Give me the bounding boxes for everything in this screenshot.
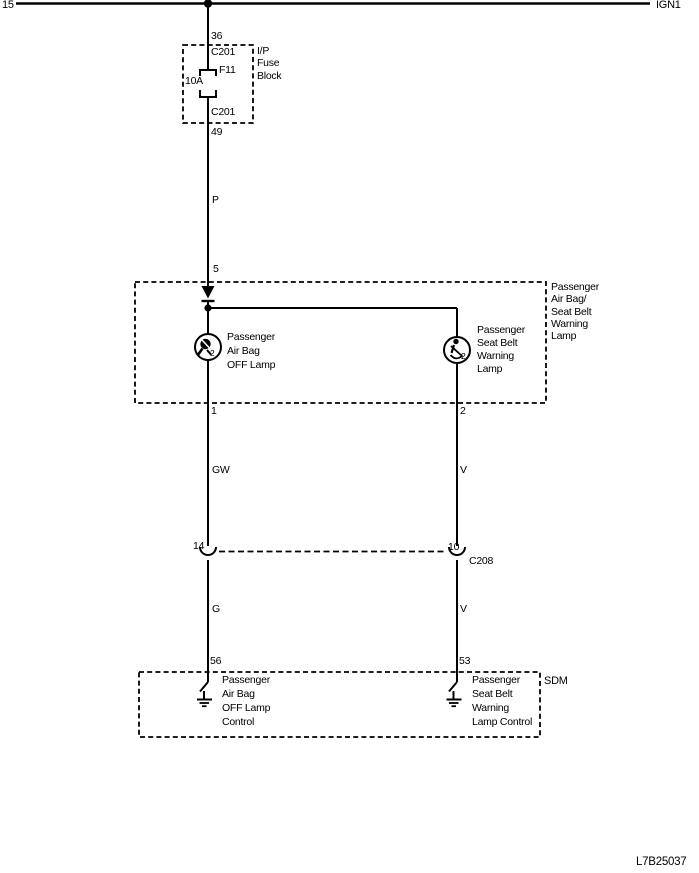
pin-36: 36 [211, 30, 223, 42]
fuse-rating: 10A [185, 75, 203, 87]
sdm-right-label-line: Warning [472, 702, 509, 714]
pin-14: 14 [193, 540, 205, 552]
sdm-left-label-line: Control [222, 716, 255, 728]
fuse-symbol-top-bracket [199, 69, 217, 76]
wire-label-g: G [212, 603, 220, 615]
airbag-lamp-label-line: OFF Lamp [227, 359, 276, 371]
ground-symbol-right [446, 691, 462, 708]
fuse-block-box [182, 44, 254, 124]
pin-49: 49 [211, 126, 223, 138]
sdm-left-label: Passenger Air Bag OFF Lamp Control [222, 673, 270, 729]
warning-lamp-box-label-line: Passenger [551, 281, 599, 293]
airbag-lamp-icon [196, 338, 212, 357]
pin-53: 53 [459, 655, 471, 667]
sdm-right-label: Passenger Seat Belt Warning Lamp Control [472, 673, 532, 729]
rail-ref-left: 15 [2, 0, 14, 11]
ground-symbol-left [197, 691, 212, 708]
wire-label-gw: GW [212, 464, 230, 476]
fuse-block-label-line: I/P [257, 45, 270, 57]
seatbelt-lamp-label: Passenger Seat Belt Warning Lamp [477, 324, 525, 376]
wire-label-v-upper: V [460, 464, 467, 476]
warning-lamp-box-label-line: Air Bag/ [551, 293, 587, 306]
pin-1: 1 [211, 405, 217, 417]
rail-ref-right: IGN1 [656, 0, 681, 11]
airbag-lamp-label-line: Air Bag [227, 345, 260, 357]
fuse-symbol-bottom-bracket [199, 90, 217, 98]
seatbelt-lamp-subscript: 2 [461, 351, 466, 361]
pin-56: 56 [210, 655, 222, 667]
switch-left [199, 681, 209, 693]
fuse-block-label-line: Block [257, 69, 282, 82]
wire-label-p: P [212, 194, 219, 206]
sdm-left-label-line: Passenger [222, 674, 270, 686]
diode-symbol-triangle [201, 286, 215, 299]
connector-c208-label: C208 [469, 555, 494, 567]
diagram-code: L7B25037 [636, 856, 687, 868]
warning-lamp-box-label-line: Seat Belt [551, 305, 592, 318]
sdm-left-label-line: OFF Lamp [222, 702, 271, 714]
sdm-box-label: SDM [544, 675, 568, 687]
sdm-box [138, 671, 541, 738]
pin-5: 5 [213, 263, 219, 275]
sdm-right-label-line: Lamp Control [472, 716, 533, 728]
warning-lamp-box-label-line: Warning [551, 317, 588, 330]
pin-2: 2 [460, 405, 466, 417]
airbag-lamp-label: Passenger Air Bag OFF Lamp [227, 330, 275, 372]
seatbelt-lamp-label-line: Seat Belt [477, 337, 518, 349]
connector-arc-left [199, 546, 217, 556]
fuse-block-label: I/P Fuse Block [257, 45, 282, 82]
fuse-block-label-line: Fuse [257, 57, 280, 70]
connector-c201-bottom: C201 [211, 106, 236, 118]
warning-lamp-box [134, 281, 547, 404]
sdm-right-label-line: Passenger [472, 674, 520, 686]
airbag-lamp-subscript: 2 [210, 348, 215, 358]
warning-lamp-box-label-line: Lamp [551, 330, 577, 343]
connector-arc-right [448, 546, 466, 556]
seatbelt-lamp-label-line: Lamp [477, 363, 503, 375]
warning-lamp-box-label: Passenger Air Bag/ Seat Belt Warning Lam… [551, 281, 599, 342]
fuse-name: F11 [219, 64, 236, 76]
seatbelt-lamp-label-line: Warning [477, 350, 514, 362]
seatbelt-lamp-label-line: Passenger [477, 324, 525, 336]
pin-10: 10 [448, 541, 460, 553]
sdm-right-label-line: Seat Belt [472, 688, 513, 700]
connector-c201-top: C201 [211, 46, 236, 58]
airbag-lamp-label-line: Passenger [227, 331, 275, 343]
seatbelt-lamp-icon [449, 338, 464, 360]
sdm-left-label-line: Air Bag [222, 688, 255, 700]
wire-label-v-lower: V [460, 603, 467, 615]
switch-right [448, 681, 458, 693]
